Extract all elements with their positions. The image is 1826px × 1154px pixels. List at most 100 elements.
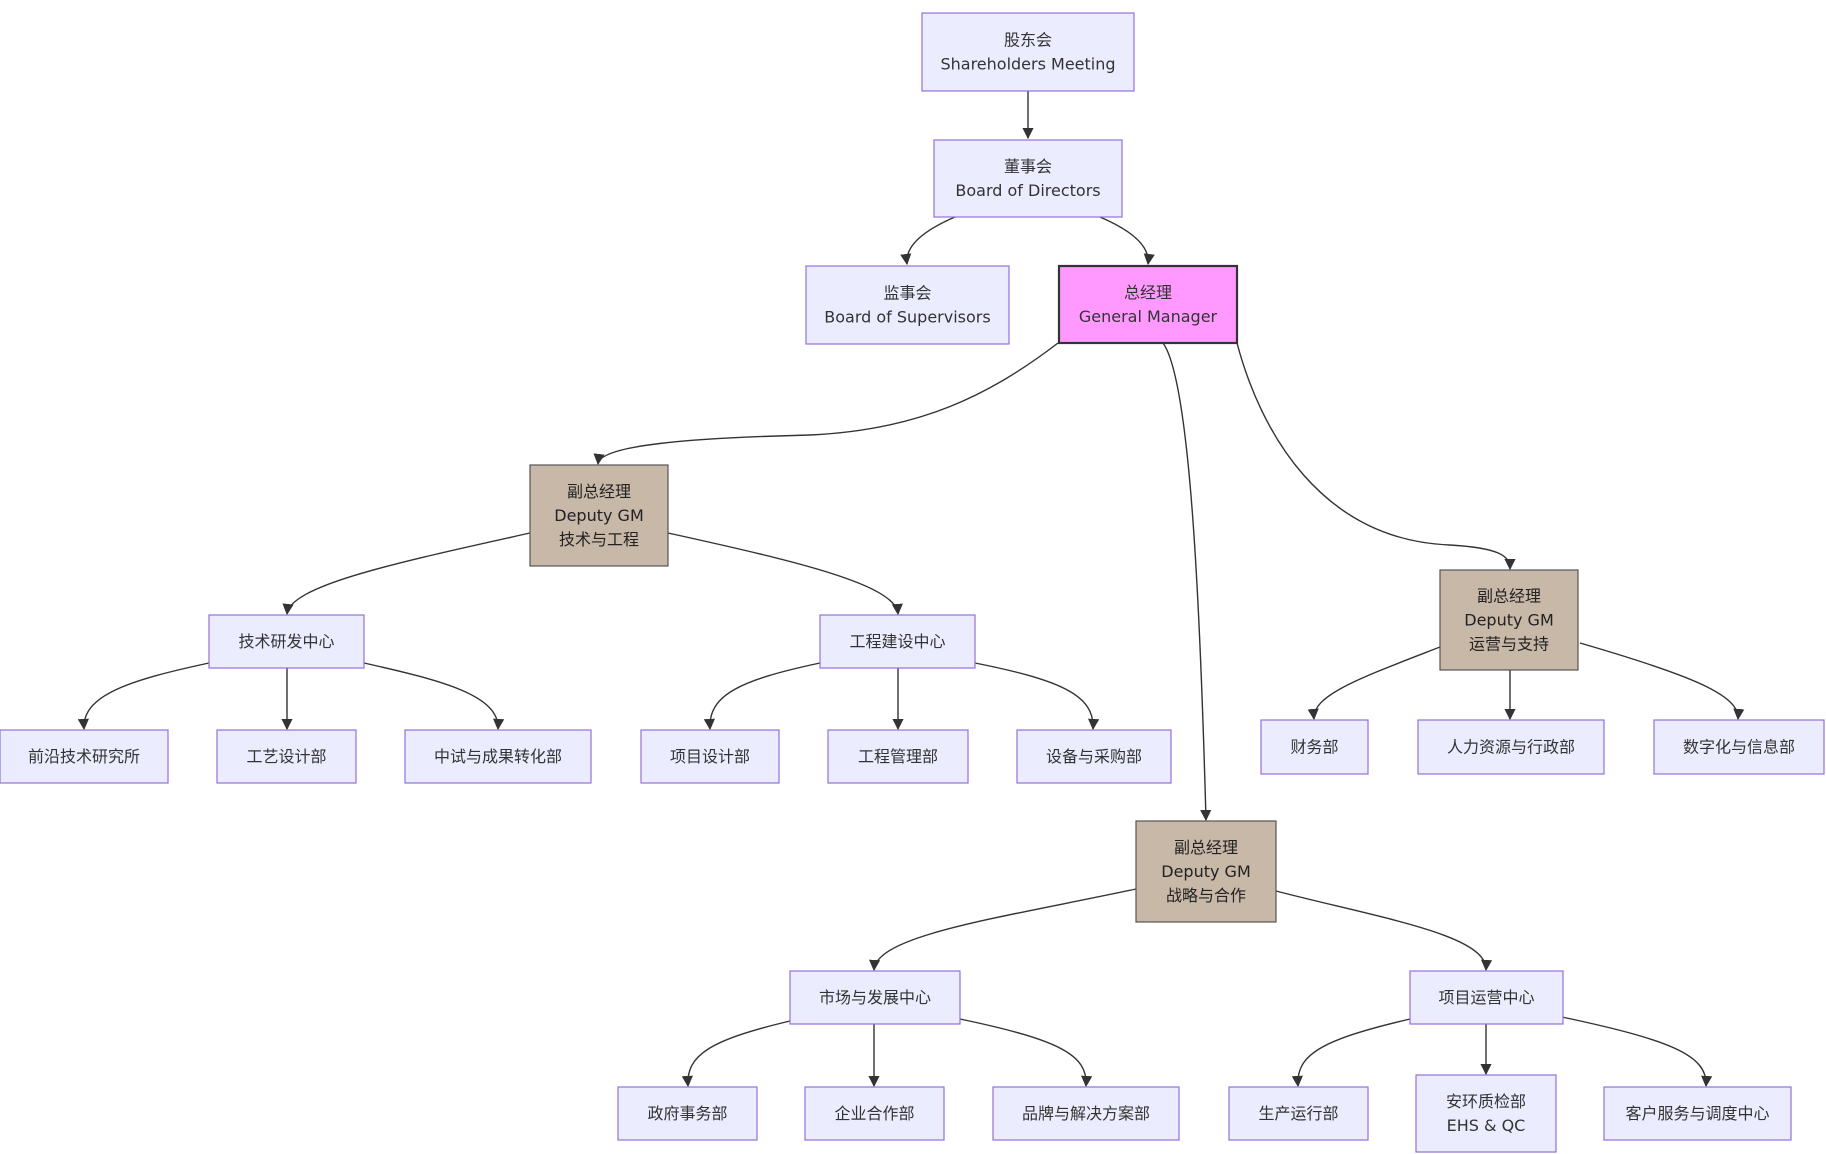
node-label-line: 政府事务部: [647, 1104, 727, 1123]
node-label-line: 项目运营中心: [1438, 988, 1534, 1007]
edge-strategy-market: [869, 888, 1137, 972]
node-box: [1016, 729, 1172, 784]
node-label-line: General Manager: [1079, 307, 1218, 326]
node-label-line: 中试与成果转化部: [434, 747, 562, 766]
edge-market-brand: [959, 1018, 1093, 1088]
node-label-line: Deputy GM: [554, 506, 644, 525]
edge-eng-equip: [974, 662, 1100, 731]
node-box: [1409, 970, 1564, 1025]
node-box: [617, 1086, 758, 1141]
node-box: [216, 729, 357, 784]
edge-projops-production: [1291, 1018, 1411, 1088]
edge-dgm-tech-eng: [667, 532, 903, 616]
node-box: [789, 970, 961, 1025]
node-box: [805, 265, 1010, 345]
edge-dgm-tech-rd: [282, 532, 531, 616]
edge-projops-customer: [1561, 1016, 1713, 1088]
node-label-line: 副总经理: [1174, 838, 1238, 857]
node-box: [1228, 1086, 1369, 1141]
edge-gm-dgm-tech: [593, 342, 1059, 466]
node-label-line: 总经理: [1124, 283, 1172, 302]
node-box: [804, 1086, 945, 1141]
edge-strategy-projops: [1275, 890, 1493, 972]
node-box: [404, 729, 592, 784]
node-ehs: 安环质检部 EHS & QC: [1415, 1074, 1557, 1153]
node-label-line: 品牌与解决方案部: [1022, 1104, 1150, 1123]
node-label-line: 工艺设计部: [246, 747, 326, 766]
node-proj-ops-center: 项目运营中心: [1409, 970, 1564, 1025]
node-digital: 数字化与信息部: [1653, 719, 1825, 775]
node-box: [827, 729, 969, 784]
node-market-center: 市场与发展中心: [789, 970, 961, 1025]
node-box: [933, 139, 1123, 218]
node-label-line: 副总经理: [567, 482, 631, 501]
node-label-line: EHS & QC: [1447, 1116, 1526, 1135]
node-label-line: 工程管理部: [858, 747, 938, 766]
node-label-line: Deputy GM: [1161, 862, 1251, 881]
node-box: [992, 1086, 1180, 1141]
node-box: [819, 614, 976, 669]
node-label-line: Deputy GM: [1464, 611, 1554, 630]
node-label-line: 前沿技术研究所: [28, 747, 140, 766]
node-label-line: 市场与发展中心: [819, 988, 931, 1007]
node-enterprise: 企业合作部: [804, 1086, 945, 1141]
node-rd-center: 技术研发中心: [208, 614, 365, 669]
node-box: [529, 464, 669, 567]
node-label-line: Shareholders Meeting: [940, 55, 1115, 74]
node-label-line: 项目设计部: [670, 747, 750, 766]
edge-market-gov: [681, 1020, 791, 1088]
node-label-line: 客户服务与调度中心: [1625, 1104, 1769, 1123]
node-production: 生产运行部: [1228, 1086, 1369, 1141]
node-hr: 人力资源与行政部: [1417, 719, 1605, 775]
edge-eng-projdesign: [703, 662, 821, 731]
node-box: [921, 12, 1135, 92]
node-label-line: 财务部: [1290, 738, 1338, 757]
node-customer: 客户服务与调度中心: [1603, 1086, 1792, 1141]
node-gov: 政府事务部: [617, 1086, 758, 1141]
node-box: [1415, 1074, 1557, 1153]
edge-rd-frontier: [77, 662, 210, 731]
edge-board-supervisors: [900, 216, 956, 266]
node-label-line: 技术与工程: [559, 530, 639, 549]
node-dgm-tech: 副总经理 Deputy GM 技术与工程: [529, 464, 669, 567]
node-box: [640, 729, 780, 784]
node-box: [1653, 719, 1825, 775]
edges-layer: [77, 91, 1745, 1088]
node-label-line: 董事会: [1004, 157, 1052, 176]
node-frontier: 前沿技术研究所: [0, 729, 169, 784]
node-box: [1417, 719, 1605, 775]
node-label-line: 设备与采购部: [1046, 747, 1142, 766]
node-box: [1135, 820, 1277, 923]
node-label-line: 监事会: [883, 284, 931, 303]
node-label-line: 工程建设中心: [849, 632, 945, 651]
node-label-line: 技术研发中心: [238, 632, 334, 651]
node-box: [1603, 1086, 1792, 1141]
node-label-line: 安环质检部: [1446, 1092, 1526, 1111]
edge-ops-digital: [1579, 642, 1745, 721]
node-label-line: 生产运行部: [1258, 1104, 1338, 1123]
node-proj-design: 项目设计部: [640, 729, 780, 784]
node-brand: 品牌与解决方案部: [992, 1086, 1180, 1141]
edge-gm-dgm-strategy: [1162, 342, 1212, 822]
node-supervisors: 监事会 Board of Supervisors: [805, 265, 1010, 345]
node-box: [1260, 719, 1369, 775]
edge-board-gm: [1099, 216, 1155, 266]
edge-rd-pilot: [363, 662, 505, 731]
node-box: [208, 614, 365, 669]
node-box: [1057, 264, 1239, 345]
node-label-line: Board of Supervisors: [824, 308, 990, 327]
edge-ops-finance: [1307, 646, 1441, 721]
edge-gm-dgm-ops: [1236, 342, 1516, 571]
node-equip: 设备与采购部: [1016, 729, 1172, 784]
node-eng-mgmt: 工程管理部: [827, 729, 969, 784]
node-eng-center: 工程建设中心: [819, 614, 976, 669]
node-gm: 总经理 General Manager: [1057, 264, 1239, 345]
node-label-line: 企业合作部: [834, 1104, 914, 1123]
node-box: [0, 729, 169, 784]
node-label-line: 数字化与信息部: [1683, 738, 1795, 757]
node-label-line: 人力资源与行政部: [1447, 738, 1575, 757]
